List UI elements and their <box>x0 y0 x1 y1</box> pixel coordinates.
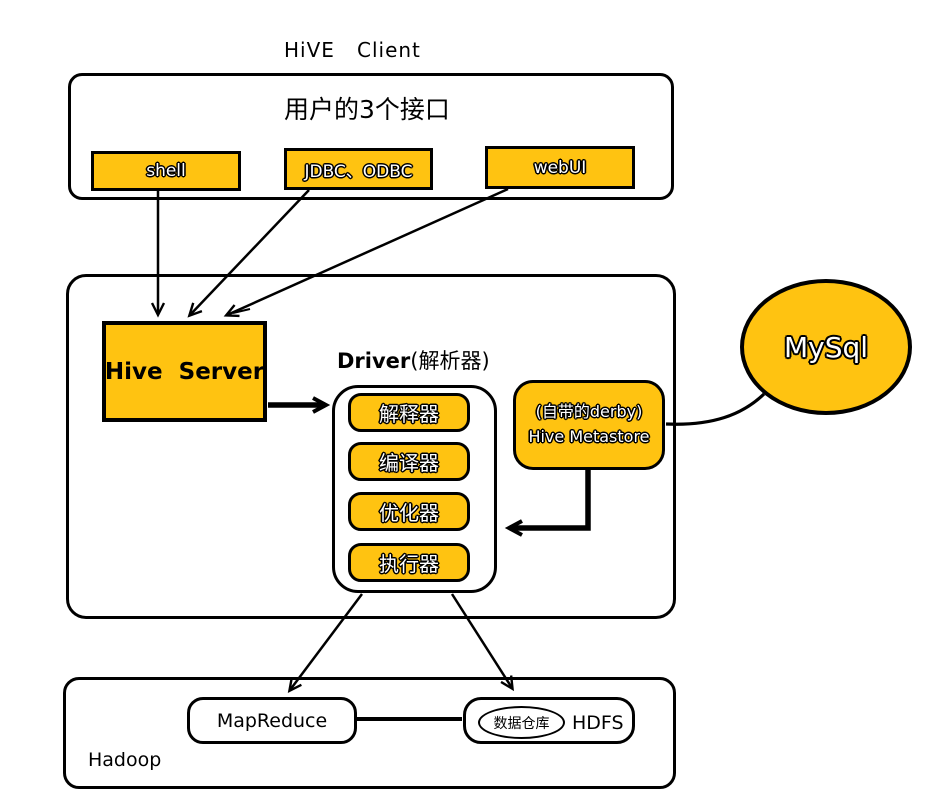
diagram-title: HiVE Client <box>284 38 421 62</box>
driver-box <box>332 385 497 593</box>
client-heading: 用户的3个接口 <box>284 95 450 124</box>
hdfs-label: HDFS <box>572 712 624 734</box>
driver-label-bold: Driver <box>337 349 411 373</box>
metastore-derby-line: (自带的derby) <box>535 402 643 422</box>
link-metastore-to-mysql <box>665 392 766 426</box>
node-data-warehouse: 数据仓库 <box>478 706 565 739</box>
node-shell: shell <box>91 151 241 191</box>
node-optimizer: 优化器 <box>348 492 470 531</box>
hadoop-container <box>63 677 676 789</box>
node-hive-server: Hive Server <box>102 321 267 422</box>
node-mysql: MySql <box>740 279 912 415</box>
driver-label: Driver(解析器) <box>337 345 490 375</box>
hadoop-label: Hadoop <box>88 749 162 771</box>
node-webui: webUI <box>485 146 635 189</box>
driver-label-paren: (解析器) <box>410 349 490 373</box>
node-mapreduce: MapReduce <box>187 697 357 744</box>
node-jdbc-odbc: JDBC、ODBC <box>284 148 433 190</box>
node-executor: 执行器 <box>348 543 470 582</box>
node-hdfs: 数据仓库 HDFS <box>463 697 635 744</box>
metastore-name-line: Hive Metastore <box>528 427 650 446</box>
node-compiler: 编译器 <box>348 442 470 481</box>
node-interpreter: 解释器 <box>348 393 470 432</box>
node-hive-metastore: (自带的derby) Hive Metastore <box>513 380 665 470</box>
